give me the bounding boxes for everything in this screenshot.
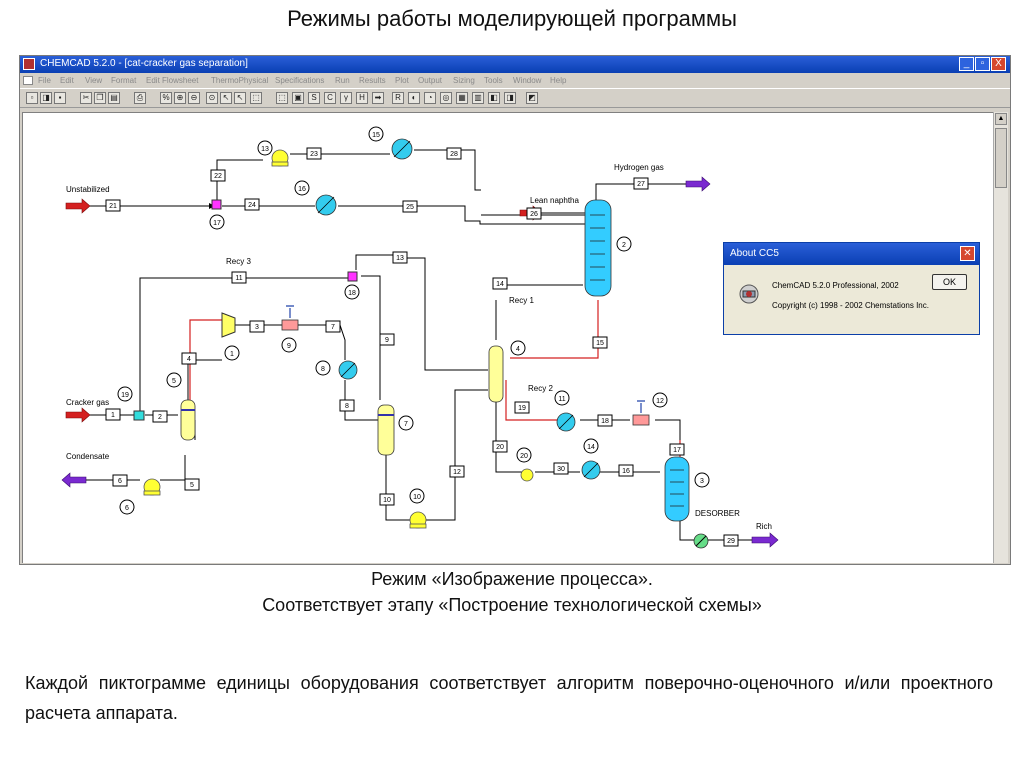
gamma-icon[interactable]: γ: [340, 92, 352, 104]
menu-plot[interactable]: Plot: [395, 76, 409, 85]
document-icon: [23, 76, 33, 85]
label-recy1: Recy 1: [509, 296, 534, 305]
h-icon[interactable]: H: [356, 92, 368, 104]
print-icon[interactable]: ⎙: [134, 92, 146, 104]
menu-window[interactable]: Window: [513, 76, 542, 85]
zoom-in-icon[interactable]: ⊕: [174, 92, 186, 104]
description-paragraph: Каждой пиктограмме единицы оборудования …: [25, 673, 993, 723]
menu-file[interactable]: File: [38, 76, 51, 85]
paste-icon[interactable]: ▤: [108, 92, 120, 104]
stream-icon[interactable]: S: [308, 92, 320, 104]
menu-tools[interactable]: Tools: [484, 76, 503, 85]
import-icon[interactable]: ◨: [504, 92, 516, 104]
menu-view[interactable]: View: [85, 76, 103, 85]
pie-icon[interactable]: ◔: [424, 92, 436, 104]
save-icon[interactable]: ▪: [54, 92, 66, 104]
menu-edit[interactable]: Edit: [60, 76, 74, 85]
menu-sizing[interactable]: Sizing: [453, 76, 475, 85]
ok-button[interactable]: OK: [932, 274, 967, 290]
about-version: ChemCAD 5.2.0 Professional, 2002: [772, 281, 899, 290]
caption-line1: Режим «Изображение процесса».: [371, 569, 653, 589]
about-copyright: Copyright (c) 1998 - 2002 Chemstations I…: [772, 301, 929, 310]
caption-line2: Соответствует этапу «Построение технолог…: [262, 595, 762, 615]
frame-icon[interactable]: ⬚: [276, 92, 288, 104]
menu-format[interactable]: Format: [111, 76, 137, 85]
circle-icon[interactable]: ◐: [408, 92, 420, 104]
scroll-up-icon[interactable]: ▲: [995, 113, 1007, 125]
zoom-icon[interactable]: ⊙: [206, 92, 218, 104]
box-icon[interactable]: ▣: [292, 92, 304, 104]
label-lean-naphtha: Lean naphtha: [530, 196, 579, 205]
select-box-icon[interactable]: ⬚: [250, 92, 262, 104]
vertical-scrollbar[interactable]: ▲: [993, 112, 1008, 563]
toolbar: ▫ ◨ ▪ ✂ ❐ ▤ ⎙ % ⊕ ⊖ ⊙ ↖ ↖ ⬚ ⬚ ▣ S C γ H …: [20, 88, 1010, 108]
chemcad-window: CHEMCAD 5.2.0 - [cat-cracker gas separat…: [19, 55, 1011, 565]
select-arrow-icon[interactable]: ↖: [234, 92, 246, 104]
export-icon[interactable]: ◧: [488, 92, 500, 104]
chart-icon[interactable]: ▦: [456, 92, 468, 104]
close-button[interactable]: X: [991, 57, 1006, 71]
label-condensate: Condensate: [66, 452, 110, 461]
menu-output[interactable]: Output: [418, 76, 443, 85]
about-title: About CC5: [730, 248, 779, 259]
copy-icon[interactable]: ❐: [94, 92, 106, 104]
cg-icon[interactable]: ◩: [526, 92, 538, 104]
menu-thermophysical[interactable]: ThermoPhysical: [211, 76, 269, 85]
scroll-thumb[interactable]: [995, 128, 1007, 188]
chemcad-logo-icon: [739, 284, 759, 304]
slide-title: Режимы работы моделирующей программы: [287, 6, 737, 31]
ring-icon[interactable]: ◎: [440, 92, 452, 104]
zoom-out-icon[interactable]: ⊖: [188, 92, 200, 104]
maximize-button[interactable]: ▫: [975, 57, 990, 71]
window-titlebar[interactable]: CHEMCAD 5.2.0 - [cat-cracker gas separat…: [20, 56, 1010, 73]
flowsheet-canvas[interactable]: [22, 112, 993, 563]
menu-run[interactable]: Run: [335, 76, 350, 85]
add-unit-icon[interactable]: ↖: [220, 92, 232, 104]
label-hydrogen-gas: Hydrogen gas: [614, 163, 664, 172]
label-unstabilized: Unstabilized: [66, 185, 110, 194]
menu-edit-flowsheet[interactable]: Edit Flowsheet: [146, 76, 199, 85]
label-recy3: Recy 3: [226, 257, 251, 266]
menu-help[interactable]: Help: [550, 76, 567, 85]
grid-icon[interactable]: ▥: [472, 92, 484, 104]
menu-bar: File Edit View Format Edit Flowsheet The…: [20, 74, 1010, 87]
menu-specifications[interactable]: Specifications: [275, 76, 325, 85]
label-cracker-gas: Cracker gas: [66, 398, 110, 407]
app-icon: [23, 58, 35, 70]
cursor-c-icon[interactable]: C: [324, 92, 336, 104]
cut-icon[interactable]: ✂: [80, 92, 92, 104]
about-dialog: About CC5 ✕ ChemCAD 5.2.0 Professional, …: [723, 242, 980, 335]
bold-r-icon[interactable]: R: [392, 92, 404, 104]
open-icon[interactable]: ◨: [40, 92, 52, 104]
label-desorber: DESORBER: [695, 509, 740, 518]
new-icon[interactable]: ▫: [26, 92, 38, 104]
about-titlebar[interactable]: About CC5 ✕: [724, 243, 979, 265]
minimize-button[interactable]: _: [959, 57, 974, 71]
menu-results[interactable]: Results: [359, 76, 386, 85]
about-close-button[interactable]: ✕: [960, 246, 975, 261]
percent-icon[interactable]: %: [160, 92, 172, 104]
arrow-right-icon[interactable]: ➡: [372, 92, 384, 104]
label-recy2: Recy 2: [528, 384, 553, 393]
label-rich: Rich: [756, 522, 773, 531]
window-title: CHEMCAD 5.2.0 - [cat-cracker gas separat…: [40, 58, 248, 69]
